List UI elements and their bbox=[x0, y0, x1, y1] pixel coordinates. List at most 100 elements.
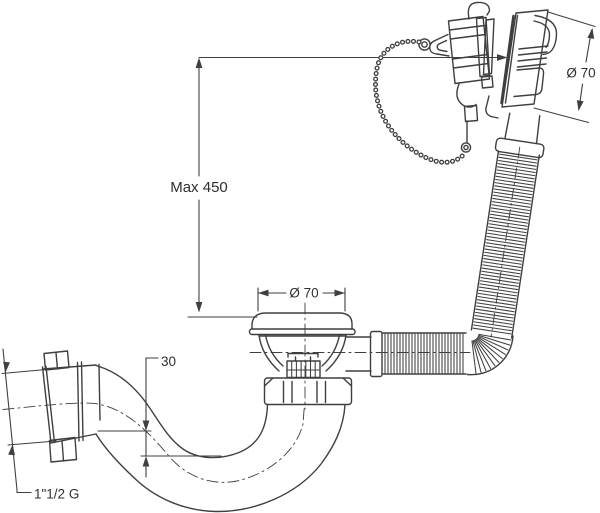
drawing-stroke bbox=[479, 280, 519, 287]
drawing-stroke bbox=[463, 104, 479, 123]
drawing-stroke bbox=[195, 302, 203, 313]
drawing-stroke bbox=[248, 328, 356, 336]
drawing-stroke bbox=[488, 220, 528, 227]
drawing-stroke bbox=[251, 312, 353, 330]
drawing-stroke bbox=[48, 436, 78, 463]
drawing-stroke bbox=[500, 14, 515, 105]
dimension-outlet-thread: 1"1/2 G bbox=[1, 348, 79, 502]
label-outlet-thread: 1"1/2 G bbox=[34, 487, 79, 502]
drawing-stroke bbox=[480, 75, 494, 89]
drawing-stroke bbox=[258, 289, 269, 297]
drawing-stroke bbox=[535, 115, 541, 145]
drawing-stroke bbox=[2, 348, 18, 491]
drawing-stroke bbox=[449, 33, 487, 40]
hose-ribs-horizontal bbox=[384, 333, 464, 374]
drawing-stroke bbox=[517, 51, 548, 56]
drawing-stroke bbox=[421, 41, 428, 48]
drawing-stroke bbox=[369, 330, 383, 378]
drawing-stroke bbox=[466, 335, 514, 376]
drawing-stroke bbox=[447, 15, 491, 85]
drawing-stroke bbox=[587, 28, 595, 39]
dimension-max-height: Max 450 bbox=[170, 54, 508, 318]
plug bbox=[373, 1, 491, 165]
drawing-stroke bbox=[485, 245, 524, 253]
label-drain-diameter: Ø 70 bbox=[289, 286, 318, 301]
drawing-stroke bbox=[516, 63, 547, 68]
centerlines bbox=[2, 302, 471, 483]
drawing-stroke bbox=[533, 20, 551, 49]
label-overflow-diameter: Ø 70 bbox=[566, 66, 595, 81]
drawing-stroke bbox=[475, 338, 496, 367]
drawing-stroke bbox=[494, 182, 534, 189]
drawing-stroke bbox=[475, 308, 515, 316]
drawing-stroke bbox=[61, 439, 65, 462]
drawing-stroke bbox=[473, 339, 487, 372]
drawing-stroke bbox=[3, 361, 10, 373]
label-trap-offset: 30 bbox=[161, 354, 176, 369]
drawing-stroke bbox=[142, 456, 150, 467]
drawing-stroke bbox=[478, 334, 511, 346]
drawing-stroke bbox=[490, 146, 521, 337]
drawing-stroke bbox=[534, 14, 558, 56]
drawing-stroke bbox=[478, 333, 512, 341]
drawing-stroke bbox=[195, 57, 203, 68]
drawing-stroke bbox=[510, 154, 541, 339]
drawing-stroke bbox=[472, 327, 512, 335]
drawing-stroke bbox=[576, 100, 584, 111]
hose-elbow bbox=[466, 333, 514, 376]
hose-ribs-vertical bbox=[472, 153, 538, 335]
drawing-stroke bbox=[436, 39, 448, 53]
siphon-trap bbox=[95, 364, 346, 513]
drawing-stroke bbox=[497, 54, 508, 61]
drawing-stroke bbox=[460, 142, 472, 153]
elbow-fold-lines bbox=[471, 333, 512, 374]
drawing-stroke bbox=[325, 334, 347, 372]
dimension-trap-offset: 30 bbox=[97, 354, 222, 478]
drawing-stroke bbox=[1, 368, 47, 375]
drawing-stroke bbox=[513, 67, 545, 98]
drawing-stroke bbox=[263, 377, 353, 406]
drawing-stroke bbox=[45, 365, 56, 444]
drawing-stroke bbox=[498, 156, 538, 164]
drawing-stroke bbox=[518, 45, 549, 50]
drawing-stroke bbox=[472, 340, 482, 373]
drawing-stroke bbox=[418, 38, 431, 51]
drawing-stroke bbox=[98, 363, 101, 421]
drawing-stroke bbox=[264, 334, 284, 367]
outlet-pipe bbox=[41, 350, 101, 463]
drawing-stroke bbox=[504, 14, 519, 104]
drawing-stroke bbox=[456, 83, 477, 108]
corrugated-hose-horizontal bbox=[381, 332, 467, 375]
drawing-stroke bbox=[504, 112, 511, 140]
drawing-stroke bbox=[80, 361, 84, 442]
drawing-stroke bbox=[482, 18, 495, 76]
drawing-stroke bbox=[467, 1, 491, 20]
drawing-stroke bbox=[475, 338, 500, 363]
label-max-height: Max 450 bbox=[170, 179, 228, 196]
drawing-stroke bbox=[374, 40, 466, 164]
corrugated-hose-vertical bbox=[470, 112, 545, 339]
dimension-drain-diameter: Ø 70 bbox=[257, 286, 346, 312]
drawing-stroke bbox=[473, 321, 513, 329]
drawing-stroke bbox=[482, 261, 522, 268]
drawing-stroke bbox=[485, 95, 499, 119]
drawing-stroke bbox=[476, 337, 503, 360]
dimension-overflow-diameter: Ø 70 bbox=[533, 11, 596, 124]
drawing-stroke bbox=[486, 239, 525, 246]
ball-chain bbox=[373, 38, 467, 165]
overflow-fitting bbox=[475, 9, 558, 119]
drawing-stroke bbox=[501, 9, 549, 108]
drawing-stroke bbox=[50, 433, 97, 444]
drawing-stroke bbox=[258, 334, 280, 372]
drawing-stroke bbox=[263, 377, 274, 387]
drawing-stroke bbox=[334, 289, 345, 297]
drawing-stroke bbox=[547, 11, 596, 28]
drain-strainer bbox=[248, 312, 383, 406]
drawing-stroke bbox=[451, 53, 489, 60]
drawing-stroke bbox=[481, 267, 521, 275]
drawing-stroke bbox=[43, 350, 70, 371]
drawing-stroke bbox=[7, 440, 57, 446]
drawing-stroke bbox=[533, 107, 590, 124]
